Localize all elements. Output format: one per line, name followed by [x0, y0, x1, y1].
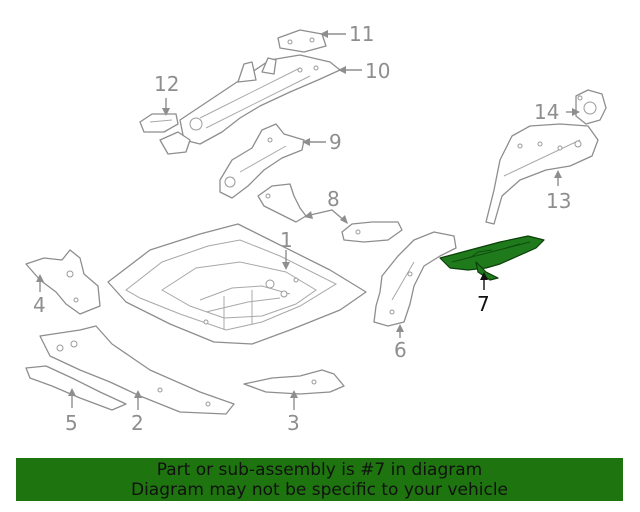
callout-label-10: 10: [365, 59, 390, 83]
part-14[interactable]: [575, 89, 607, 125]
callout-label-4: 4: [33, 293, 46, 317]
part-8[interactable]: [257, 183, 403, 243]
callout-label-7: 7: [477, 292, 490, 316]
part-10[interactable]: [159, 54, 341, 155]
part-5[interactable]: [25, 365, 127, 411]
banner-line-1: Part or sub-assembly is #7 in diagram: [156, 460, 483, 480]
part-3[interactable]: [243, 369, 345, 395]
part-6[interactable]: [373, 231, 457, 327]
callout-label-11: 11: [349, 22, 374, 46]
parts-diagram: 11 10 12 9 8 14 13 1 7 6: [25, 22, 607, 435]
callout-label-8: 8: [327, 187, 340, 211]
callout-label-14: 14: [534, 100, 559, 124]
part-7[interactable]: [439, 235, 545, 281]
callout-label-1: 1: [280, 228, 293, 252]
callout-label-3: 3: [287, 411, 300, 435]
callout-label-12: 12: [154, 72, 179, 96]
part-13[interactable]: [485, 123, 599, 225]
part-4[interactable]: [25, 249, 101, 315]
part-9[interactable]: [219, 123, 305, 199]
callouts: 11 10 12 9 8 14 13 1 7 6: [33, 22, 580, 435]
callout-label-2: 2: [131, 411, 144, 435]
banner-line-2: Diagram may not be specific to your vehi…: [130, 480, 508, 500]
part-11[interactable]: [277, 29, 327, 53]
part-1[interactable]: [107, 223, 367, 345]
part-2[interactable]: [39, 325, 235, 415]
callout-label-9: 9: [329, 130, 342, 154]
callout-label-5: 5: [65, 411, 78, 435]
callout-label-13: 13: [546, 189, 571, 213]
part-12[interactable]: [139, 113, 179, 133]
info-banner: Part or sub-assembly is #7 in diagram Di…: [16, 458, 623, 501]
callout-label-6: 6: [394, 338, 407, 362]
